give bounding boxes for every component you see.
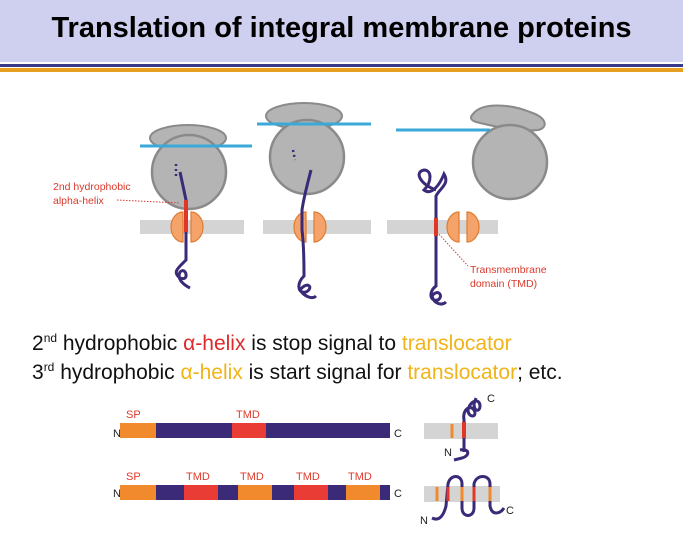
nascent-chain [174, 171, 191, 290]
translocator-right [313, 211, 327, 243]
chain-segment [156, 485, 184, 500]
alpha-helix-term: α-helix [180, 361, 243, 384]
header-rule-dark [0, 64, 683, 67]
n-terminus-label: N [444, 447, 452, 459]
chain-segment [156, 423, 232, 438]
stage-2 [257, 102, 371, 300]
ribosome-small-subunit [471, 123, 549, 201]
translocator-term: translocator [407, 361, 518, 384]
text-prefix: hydrophobic [54, 361, 181, 384]
c-terminus-label: C [394, 428, 402, 440]
label-tmd-line2: domain (TMD) [470, 278, 537, 290]
tmd-segment [346, 485, 380, 500]
statement-line-2: 3rd hydrophobic α-helix is start signal … [32, 360, 563, 385]
translocator-term: translocator [401, 332, 512, 355]
released-chain [417, 168, 448, 306]
single-pass-topology: N C [424, 393, 498, 462]
sp-segment [120, 423, 156, 438]
text-prefix: hydrophobic [57, 332, 184, 355]
multi-pass-topology: N C [420, 475, 514, 527]
c-terminus-label: C [506, 505, 514, 517]
sp-label: SP [126, 471, 141, 483]
stage-1: 2nd hydrophobic alpha-helix [53, 124, 252, 290]
n-terminus-label: N [113, 428, 121, 440]
membrane [424, 423, 498, 439]
tmd-segment [294, 485, 328, 500]
tmd-label: TMD [236, 409, 260, 421]
tmd-label: TMD [240, 471, 264, 483]
multi-pass-schematic: N C SP TMD TMD TMD TMD [113, 471, 402, 500]
protein-chain [431, 475, 506, 521]
c-terminus-label: C [487, 393, 495, 405]
tmd-label: TMD [348, 471, 372, 483]
ordinal-suffix: rd [43, 360, 55, 374]
ordinal-number: 3 [32, 361, 44, 384]
alpha-helix-term: α-helix [183, 332, 246, 355]
tmd-segment [238, 485, 272, 500]
ordinal-suffix: nd [43, 331, 58, 345]
chain-segment [328, 485, 346, 500]
label-2nd-helix-line1: 2nd hydrophobic [53, 181, 131, 193]
translocator-left [446, 211, 460, 243]
statement-line-1: 2nd hydrophobic α-helix is stop signal t… [32, 331, 512, 356]
chain-segment [266, 423, 390, 438]
label-tmd-line1: Transmembrane [470, 264, 547, 276]
translocator-right [466, 211, 480, 243]
ordinal-number: 2 [32, 332, 44, 355]
membrane [387, 220, 498, 234]
ribosome-small-subunit [150, 133, 228, 211]
chain-segment [380, 485, 390, 500]
title-banner [0, 0, 683, 62]
page-title: Translation of integral membrane protein… [51, 12, 632, 44]
translocator-right [190, 211, 204, 243]
n-terminus-label: N [420, 515, 428, 527]
text-suffix: ; etc. [517, 361, 563, 384]
label-2nd-helix-line2: alpha-helix [53, 195, 105, 207]
tmd-label: TMD [186, 471, 210, 483]
nascent-chain [297, 169, 318, 300]
c-terminus-label: C [394, 488, 402, 500]
tmd-label: TMD [296, 471, 320, 483]
text-middle: is stop signal to [245, 332, 402, 355]
ribosome-small-subunit [268, 118, 346, 196]
translocator-left [170, 211, 184, 243]
tmd-segment [184, 485, 218, 500]
stage-3: Transmembrane domain (TMD) [387, 104, 549, 306]
header-rule-gold [0, 68, 683, 72]
protein-chain [453, 397, 482, 462]
ribosome-large-subunit [470, 104, 546, 132]
tmd-segment [232, 423, 266, 438]
single-pass-schematic: N C SP TMD [113, 409, 402, 440]
chain-dots [291, 149, 297, 161]
text-middle: is start signal for [242, 361, 408, 384]
sp-segment [120, 485, 156, 500]
n-terminus-label: N [113, 488, 121, 500]
sp-label: SP [126, 409, 141, 421]
chain-segment [272, 485, 294, 500]
chain-segment [218, 485, 238, 500]
